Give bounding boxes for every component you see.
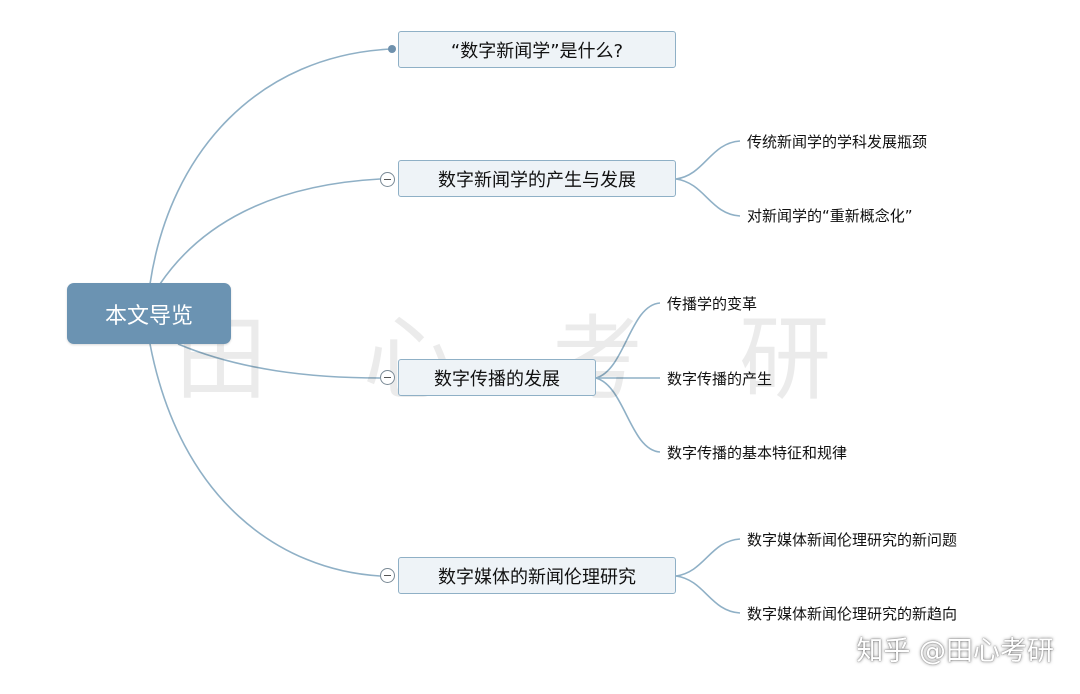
topic-4-label: 数字媒体的新闻伦理研究 (438, 566, 636, 588)
root-node[interactable]: 本文导览 (67, 283, 231, 344)
collapse-toggle-topic-3[interactable] (380, 370, 395, 385)
topic-2-node[interactable]: 数字新闻学的产生与发展 (398, 160, 676, 197)
topic-2-child-2[interactable]: 对新闻学的“重新概念化” (747, 207, 913, 225)
topic-3-child-1[interactable]: 传播学的变革 (667, 295, 758, 313)
collapse-toggle-topic-2[interactable] (380, 172, 395, 187)
connector-topic-2-child-2 (675, 178, 741, 217)
connector-root-topic-4 (149, 343, 381, 577)
connector-topic-3-child-3 (595, 377, 661, 453)
connector-topic-4-child-2 (675, 575, 741, 614)
topic-4-node[interactable]: 数字媒体的新闻伦理研究 (398, 557, 676, 594)
connector-topic-4-child-1 (675, 538, 741, 577)
topic-3-child-2[interactable]: 数字传播的产生 (667, 370, 773, 388)
connector-root-topic-2 (159, 178, 381, 285)
root-node-label: 本文导览 (104, 303, 193, 329)
topic-4-child-1[interactable]: 数字媒体新闻伦理研究的新问题 (747, 531, 958, 549)
connector-root-topic-1 (149, 48, 393, 285)
connector-topic-2-child-1 (675, 140, 741, 180)
collapse-toggle-topic-4[interactable] (380, 568, 395, 583)
topic-4-child-2[interactable]: 数字媒体新闻伦理研究的新趋向 (747, 605, 958, 623)
topic-1-connector-dot (388, 45, 396, 53)
topic-1-node[interactable]: “数字新闻学”是什么? (398, 31, 676, 68)
topic-3-label: 数字传播的发展 (434, 368, 560, 390)
topic-2-label: 数字新闻学的产生与发展 (438, 169, 636, 191)
connector-topic-3-child-1 (595, 302, 661, 379)
topic-3-node[interactable]: 数字传播的发展 (398, 359, 596, 396)
source-credit: 知乎 @田心考研 (856, 636, 1054, 667)
topic-3-child-3[interactable]: 数字传播的基本特征和规律 (667, 444, 848, 462)
topic-2-child-1[interactable]: 传统新闻学的学科发展瓶颈 (747, 133, 928, 151)
connector-root-topic-3 (177, 343, 381, 379)
topic-1-label: “数字新闻学”是什么? (450, 40, 624, 62)
